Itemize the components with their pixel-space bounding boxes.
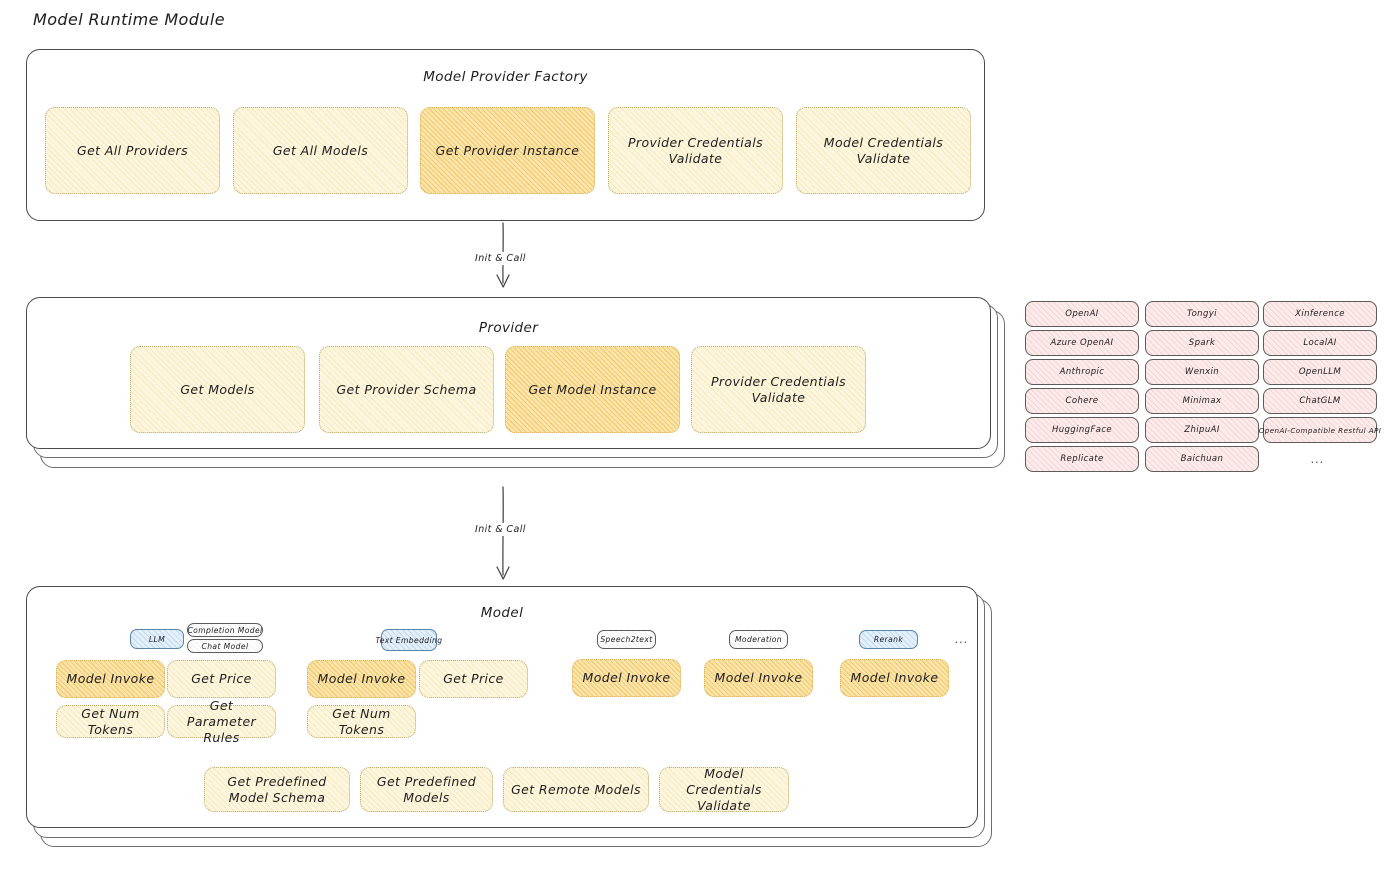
model-title: Model <box>480 605 524 621</box>
provider-pill-openllm[interactable]: OpenLLM <box>1263 359 1377 385</box>
provider-title: Provider <box>478 320 539 336</box>
factory-node-provider-credentials-validate[interactable]: Provider Credentials Validate <box>608 107 783 194</box>
model-provider-factory-title: Model Provider Factory <box>423 69 588 85</box>
factory-node-get-all-models[interactable]: Get All Models <box>233 107 408 194</box>
provider-node-get-model-instance[interactable]: Get Model Instance <box>505 346 680 433</box>
provider-pill-chatglm[interactable]: ChatGLM <box>1263 388 1377 414</box>
model-llm-node-get-parameter-rules[interactable]: Get Parameter Rules <box>167 698 276 745</box>
provider-pill-huggingface[interactable]: HuggingFace <box>1025 417 1139 443</box>
model-subtag-completion-model[interactable]: Completion Model <box>187 623 263 637</box>
provider-pill-wenxin[interactable]: Wenxin <box>1145 359 1259 385</box>
provider-pill-baichuan[interactable]: Baichuan <box>1145 446 1259 472</box>
provider-pill-replicate[interactable]: Replicate <box>1025 446 1139 472</box>
model-rerank-node-model-invoke[interactable]: Model Invoke <box>840 659 949 697</box>
provider-pill-xinference[interactable]: Xinference <box>1263 301 1377 327</box>
provider-list-more: ... <box>1311 453 1325 466</box>
provider-pill-localai[interactable]: LocalAI <box>1263 330 1377 356</box>
model-type-tag-text-embedding[interactable]: Text Embedding <box>376 629 442 651</box>
provider-pill-azure-openai[interactable]: Azure OpenAI <box>1025 330 1139 356</box>
arrow-factory-to-provider <box>470 221 540 296</box>
model-common-node-get-predefined-model-schema[interactable]: Get Predefined Model Schema <box>204 767 350 812</box>
arrow-1-label: Init & Call <box>471 252 530 265</box>
model-llm-node-model-invoke[interactable]: Model Invoke <box>56 660 165 698</box>
model-text-embedding-node-model-invoke[interactable]: Model Invoke <box>307 660 416 698</box>
factory-node-model-credentials-validate[interactable]: Model Credentials Validate <box>796 107 971 194</box>
model-speech2text-node-model-invoke[interactable]: Model Invoke <box>572 659 681 697</box>
model-text-embedding-node-get-num-tokens[interactable]: Get Num Tokens <box>307 705 416 738</box>
provider-node-get-models[interactable]: Get Models <box>130 346 305 433</box>
model-types-more: ... <box>955 633 969 646</box>
model-llm-node-get-price[interactable]: Get Price <box>167 660 276 698</box>
model-common-node-model-credentials-validate[interactable]: Model Credentials Validate <box>659 766 789 813</box>
provider-pill-cohere[interactable]: Cohere <box>1025 388 1139 414</box>
model-type-tag-moderation[interactable]: Moderation <box>729 630 788 649</box>
provider-pill-tongyi[interactable]: Tongyi <box>1145 301 1259 327</box>
provider-pill-spark[interactable]: Spark <box>1145 330 1259 356</box>
model-provider-factory-container: Model Provider Factory Get All Providers… <box>26 49 985 221</box>
model-container: Model LLM Completion Model Chat Model Mo… <box>26 586 978 828</box>
provider-pill-openai-compatible-restful-api[interactable]: OpenAI-Compatible Restful API <box>1259 417 1381 443</box>
model-type-tag-llm[interactable]: LLM <box>130 629 184 649</box>
provider-node-provider-credentials-validate[interactable]: Provider Credentials Validate <box>691 346 866 433</box>
provider-pill-minimax[interactable]: Minimax <box>1145 388 1259 414</box>
arrow-2-icon <box>496 486 510 580</box>
page-title: Model Runtime Module <box>33 10 225 29</box>
arrow-2-label: Init & Call <box>471 523 530 536</box>
arrow-1-icon <box>496 222 510 288</box>
provider-node-get-provider-schema[interactable]: Get Provider Schema <box>319 346 494 433</box>
provider-pill-anthropic[interactable]: Anthropic <box>1025 359 1139 385</box>
factory-node-get-all-providers[interactable]: Get All Providers <box>45 107 220 194</box>
model-type-tag-rerank[interactable]: Rerank <box>859 630 918 649</box>
model-llm-node-get-num-tokens[interactable]: Get Num Tokens <box>56 705 165 738</box>
model-moderation-node-model-invoke[interactable]: Model Invoke <box>704 659 813 697</box>
factory-node-get-provider-instance[interactable]: Get Provider Instance <box>420 107 595 194</box>
model-subtag-chat-model[interactable]: Chat Model <box>187 639 263 653</box>
model-type-tag-speech2text[interactable]: Speech2text <box>597 630 656 649</box>
model-text-embedding-node-get-price[interactable]: Get Price <box>419 660 528 698</box>
arrow-provider-to-model <box>470 485 540 587</box>
model-common-node-get-remote-models[interactable]: Get Remote Models <box>503 767 649 812</box>
provider-pill-openai[interactable]: OpenAI <box>1025 301 1139 327</box>
provider-container: Provider Get Models Get Provider Schema … <box>26 297 991 449</box>
model-common-node-get-predefined-models[interactable]: Get Predefined Models <box>360 767 493 812</box>
provider-pill-zhipuai[interactable]: ZhipuAI <box>1145 417 1259 443</box>
